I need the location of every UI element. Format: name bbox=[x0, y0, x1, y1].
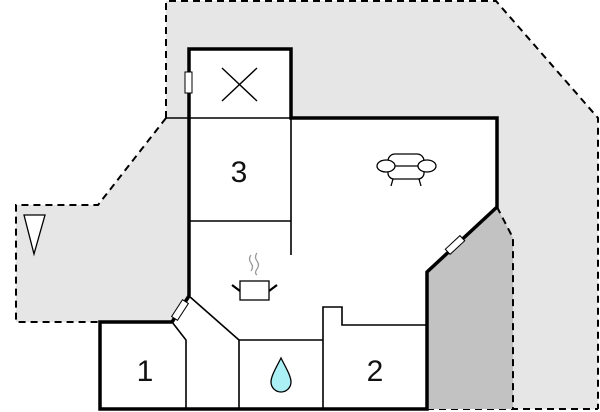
water-drop-icon bbox=[270, 356, 292, 393]
interior-walls bbox=[166, 117, 427, 409]
room-label-3: 3 bbox=[231, 156, 248, 189]
covered-terrace bbox=[427, 206, 514, 409]
north-arrow-icon bbox=[23, 214, 46, 257]
cooking-pot-icon bbox=[231, 252, 278, 301]
cross-icon bbox=[221, 67, 258, 102]
window bbox=[170, 299, 190, 321]
sofa-icon bbox=[376, 153, 437, 187]
room-label-1: 1 bbox=[137, 355, 154, 388]
room-label-2: 2 bbox=[367, 355, 384, 388]
window bbox=[444, 234, 466, 256]
window bbox=[184, 71, 193, 94]
building-footprint bbox=[100, 49, 497, 409]
